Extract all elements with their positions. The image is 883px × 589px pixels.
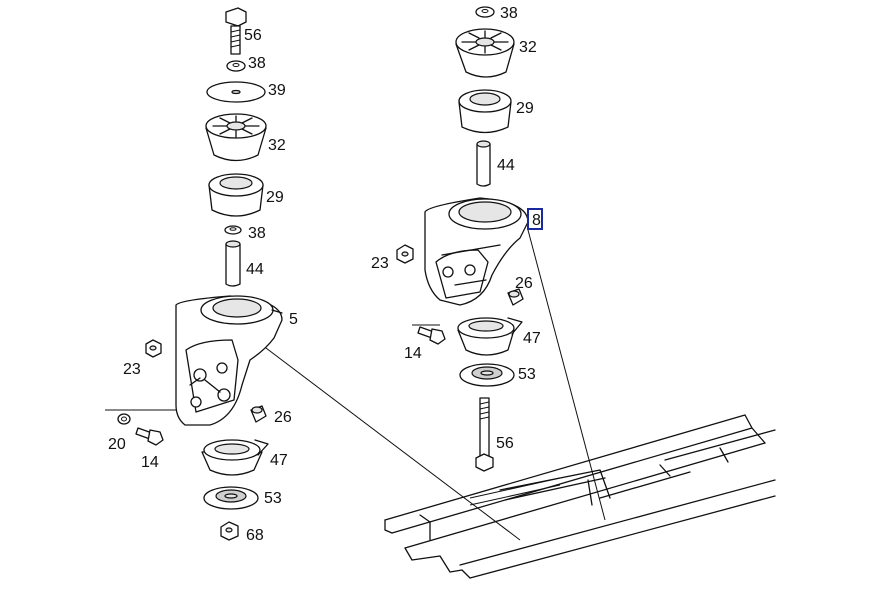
left-rubber-mount-32[interactable] bbox=[205, 113, 267, 162]
left-plate-39[interactable] bbox=[206, 81, 266, 103]
right-cushion-29[interactable] bbox=[458, 89, 512, 134]
right-rubber-mount-32[interactable] bbox=[455, 28, 515, 78]
right-washer-53[interactable] bbox=[459, 363, 515, 387]
label-26-right: 26 bbox=[515, 275, 533, 292]
label-38-right: 38 bbox=[500, 5, 518, 22]
label-39: 39 bbox=[268, 82, 286, 99]
right-lower-cushion-47[interactable] bbox=[457, 317, 523, 356]
selected-part-highlight[interactable] bbox=[527, 208, 543, 230]
left-washer-38-mid[interactable] bbox=[224, 225, 242, 235]
right-bracket-8[interactable] bbox=[424, 197, 529, 306]
right-bolt-56[interactable] bbox=[475, 397, 494, 472]
label-14-right: 14 bbox=[404, 345, 422, 362]
left-bolt-56[interactable] bbox=[225, 7, 247, 55]
leader-lines bbox=[105, 229, 606, 541]
label-56-right: 56 bbox=[496, 435, 514, 452]
label-56-top: 56 bbox=[244, 27, 262, 44]
label-29-right: 29 bbox=[516, 100, 534, 117]
label-8: 8 bbox=[532, 212, 541, 229]
right-nut-23[interactable] bbox=[396, 244, 414, 264]
label-32-right: 32 bbox=[519, 39, 537, 56]
label-47-left: 47 bbox=[270, 452, 288, 469]
left-nut-68[interactable] bbox=[220, 521, 239, 541]
left-bracket-5[interactable] bbox=[175, 295, 283, 426]
label-44-right: 44 bbox=[497, 157, 515, 174]
left-bolt-14[interactable] bbox=[135, 427, 164, 446]
right-cap-26[interactable] bbox=[507, 288, 524, 306]
chassis-frame bbox=[384, 414, 776, 579]
label-5: 5 bbox=[289, 311, 298, 328]
left-cushion-29[interactable] bbox=[208, 173, 264, 217]
left-nut-23[interactable] bbox=[145, 339, 162, 358]
label-29-left: 29 bbox=[266, 189, 284, 206]
label-53-left: 53 bbox=[264, 490, 282, 507]
left-washer-20[interactable] bbox=[117, 413, 131, 425]
left-sleeve-44[interactable] bbox=[225, 240, 241, 287]
label-38-top: 38 bbox=[248, 55, 266, 72]
right-bolt-14[interactable] bbox=[417, 326, 446, 345]
left-washer-38-top[interactable] bbox=[226, 60, 246, 72]
label-23-left: 23 bbox=[123, 361, 141, 378]
left-cap-26[interactable] bbox=[250, 405, 267, 423]
label-68: 68 bbox=[246, 527, 264, 544]
left-washer-53[interactable] bbox=[203, 486, 259, 510]
label-44-left: 44 bbox=[246, 261, 264, 278]
label-26-left: 26 bbox=[274, 409, 292, 426]
left-lower-cushion-47[interactable] bbox=[201, 439, 269, 476]
label-47-right: 47 bbox=[523, 330, 541, 347]
callout-labels: 56 38 39 32 29 38 44 5 23 26 20 14 47 53… bbox=[108, 5, 541, 544]
label-23-right: 23 bbox=[371, 255, 389, 272]
label-38-mid: 38 bbox=[248, 225, 266, 242]
right-sleeve-44[interactable] bbox=[476, 140, 491, 187]
label-14-left: 14 bbox=[141, 454, 159, 471]
label-53-right: 53 bbox=[518, 366, 536, 383]
right-washer-38[interactable] bbox=[475, 6, 495, 18]
label-20: 20 bbox=[108, 436, 126, 453]
label-32-left: 32 bbox=[268, 137, 286, 154]
